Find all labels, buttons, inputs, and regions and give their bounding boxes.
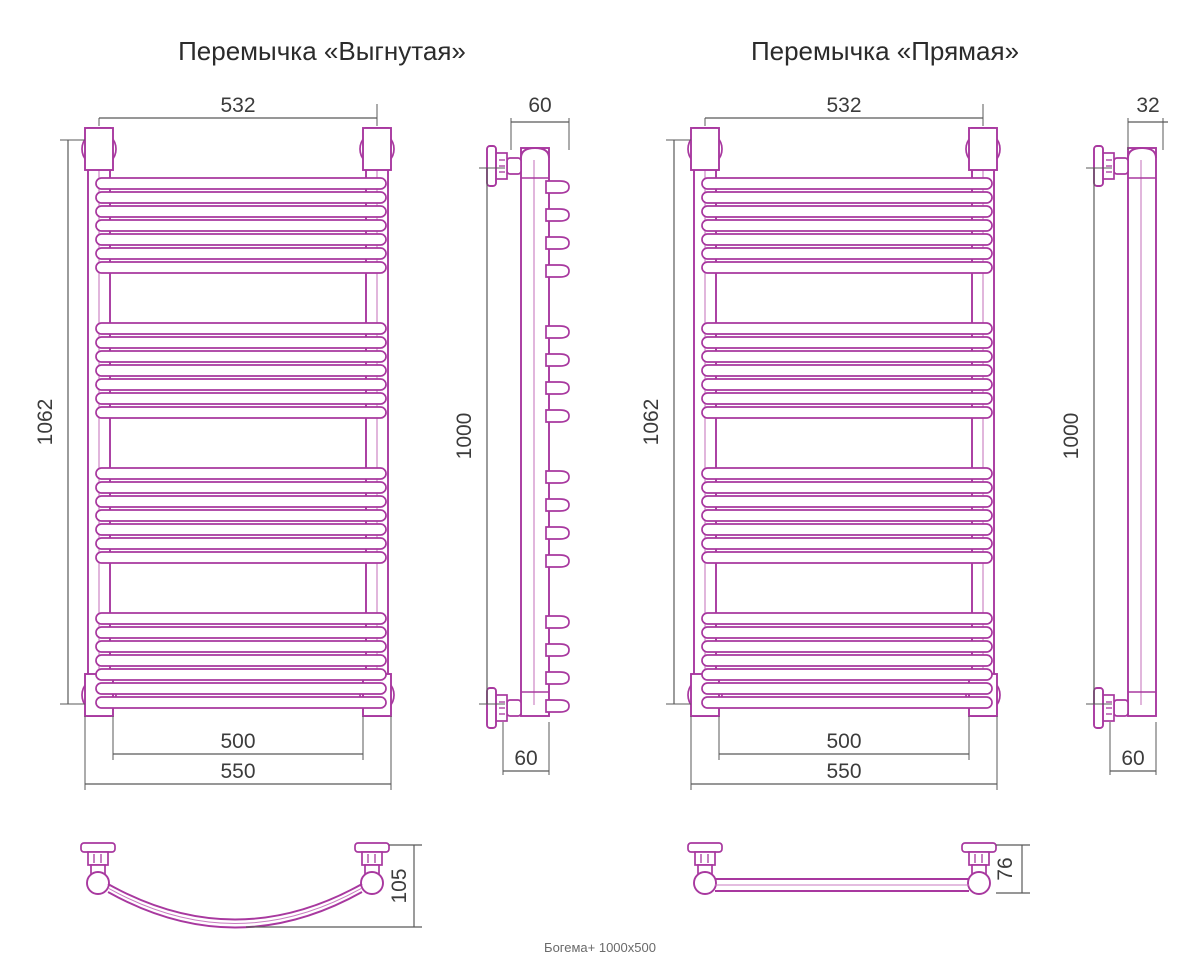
dim-label-1000-left: 1000 xyxy=(453,413,476,460)
dimensions-left-front xyxy=(60,104,392,790)
detail-post-right xyxy=(961,842,997,895)
bridge-detail-straight xyxy=(687,842,997,895)
dim-label-532-left: 532 xyxy=(220,94,255,117)
bracket-side-top xyxy=(1093,145,1129,187)
dim-label-532-right: 532 xyxy=(826,94,861,117)
dim-label-1062-left: 1062 xyxy=(34,399,57,446)
title-right: Перемычка «Прямая» xyxy=(751,36,1019,66)
title-left: Перемычка «Выгнутая» xyxy=(178,36,466,66)
dim-label-550-left: 550 xyxy=(220,760,255,783)
dim-label-1000-right: 1000 xyxy=(1060,413,1083,460)
rung-stack xyxy=(701,177,993,709)
dim-label-60-left-bottom: 60 xyxy=(514,747,537,770)
dim-label-550-right: 550 xyxy=(826,760,861,783)
dimensions-right-front xyxy=(666,104,998,790)
detail-post-left xyxy=(80,842,116,895)
bridge-detail-curved xyxy=(80,842,390,929)
dim-label-105: 105 xyxy=(388,868,411,903)
rung-stack xyxy=(95,177,387,709)
drawing-caption: Богема+ 1000х500 xyxy=(544,940,656,955)
dim-label-32-right-top: 32 xyxy=(1136,94,1159,117)
detail-post-left xyxy=(687,842,723,895)
dim-label-500-right: 500 xyxy=(826,730,861,753)
bracket-side-bottom xyxy=(1093,687,1129,729)
side-view-straight xyxy=(1093,145,1157,729)
dimensions-right-side xyxy=(1086,118,1168,775)
dimensions-right-detail xyxy=(996,844,1030,894)
dimensions-left-side xyxy=(479,118,570,775)
dim-label-60-left-top: 60 xyxy=(528,94,551,117)
mount-top-right xyxy=(359,127,395,171)
side-view-curved xyxy=(486,145,570,729)
front-view-curved xyxy=(81,127,395,717)
dim-label-500-left: 500 xyxy=(220,730,255,753)
mount-top-left xyxy=(81,127,117,171)
front-view-straight xyxy=(687,127,1001,717)
bracket-side-top xyxy=(486,145,522,187)
dim-label-60-right-bottom: 60 xyxy=(1121,747,1144,770)
dimensions-left-detail xyxy=(246,844,422,928)
detail-post-right xyxy=(354,842,390,895)
dim-label-1062-right: 1062 xyxy=(640,399,663,446)
bracket-side-bottom xyxy=(486,687,522,729)
mount-top-left xyxy=(687,127,723,171)
mount-top-right xyxy=(965,127,1001,171)
dim-label-76: 76 xyxy=(994,857,1017,880)
